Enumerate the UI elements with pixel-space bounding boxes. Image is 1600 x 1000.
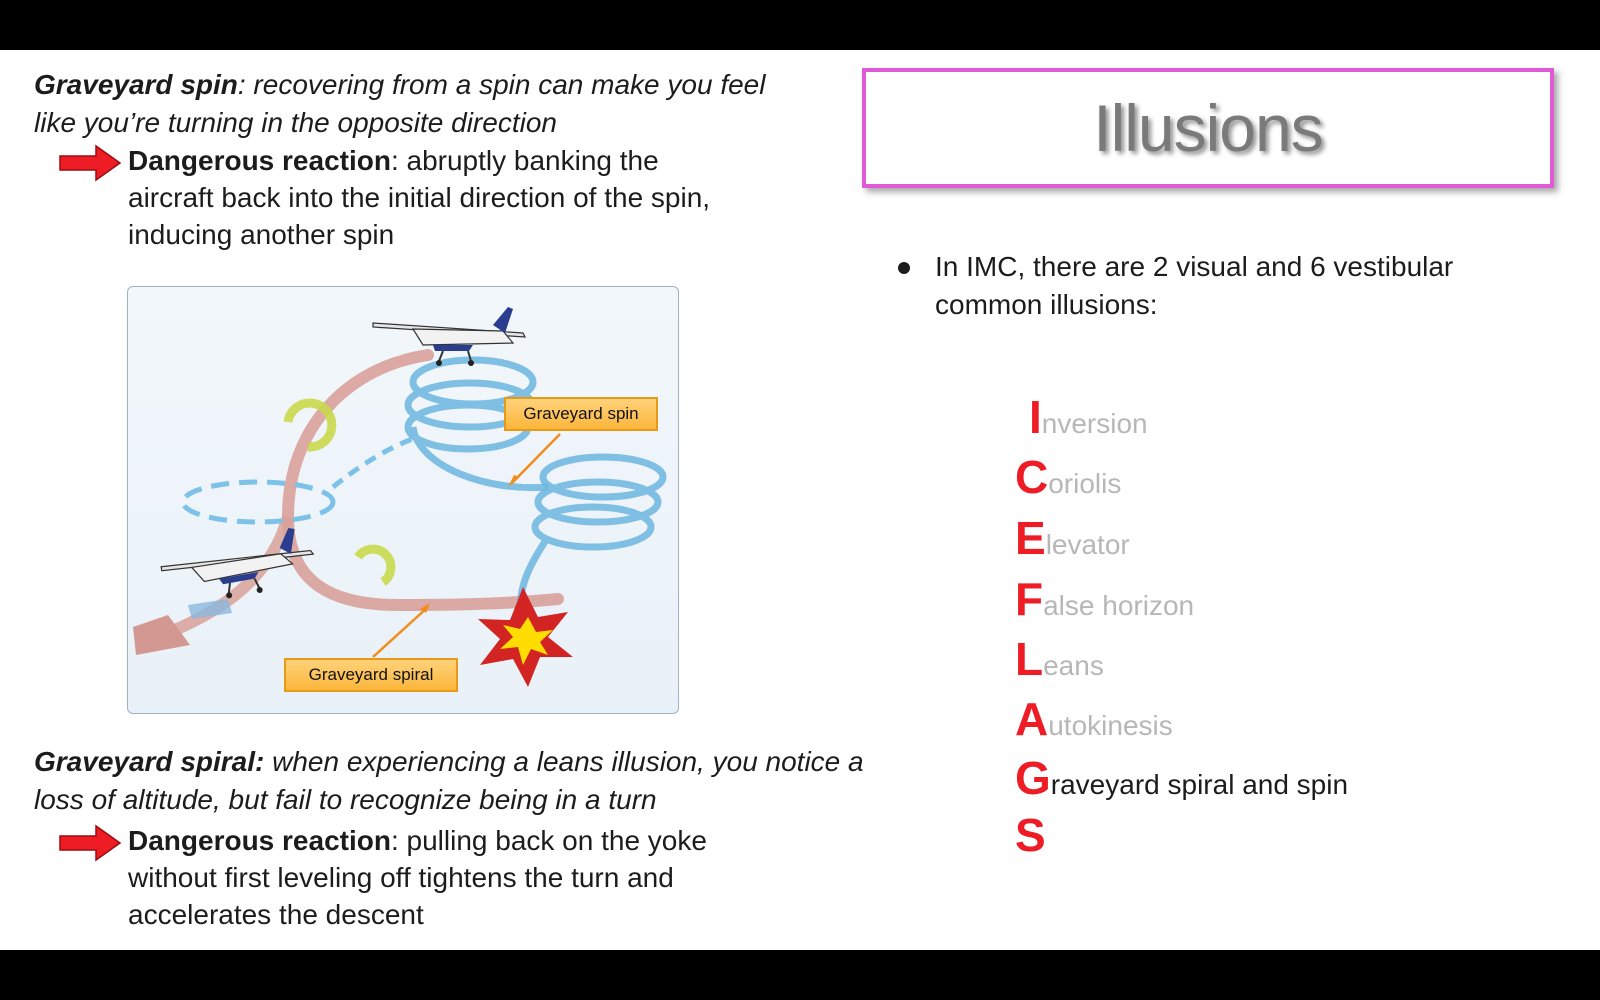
acronym-letter: F — [1015, 573, 1044, 625]
bullet-dot — [898, 262, 910, 274]
acronym-word: oriolis — [1048, 468, 1122, 499]
graveyard-diagram-svg — [133, 307, 667, 687]
spiral-reaction-label: Dangerous reaction — [128, 825, 391, 856]
acronym-word: eans — [1043, 650, 1104, 681]
slide: Graveyard spin: recovering from a spin c… — [0, 50, 1600, 950]
acronym-word: utokinesis — [1048, 710, 1173, 741]
acronym-word: levator — [1045, 529, 1130, 560]
acronym-letter: L — [1015, 633, 1044, 685]
acronym-item-s: S — [1015, 808, 1046, 868]
acronym-letter: E — [1015, 512, 1046, 564]
acronym-item-false-horizon: False horizon — [1015, 572, 1194, 632]
acronym-item-autokinesis: Autokinesis — [1015, 692, 1173, 752]
graveyard-illustration: Graveyard spin Graveyard spiral — [127, 286, 679, 714]
airplane-top-icon — [372, 307, 527, 366]
spiral-reaction-text: : pulling back on the yoke without first… — [128, 825, 707, 930]
acronym-letter: S — [1015, 809, 1046, 861]
acronym-item-leans: Leans — [1015, 632, 1104, 692]
graveyard-spiral-term: Graveyard spiral: — [34, 746, 265, 777]
acronym-item-elevator: Elevator — [1015, 511, 1130, 571]
imc-bullet: In IMC, there are 2 visual and 6 vestibu… — [935, 251, 1454, 320]
graveyard-spin-label: Graveyard spin — [504, 397, 658, 431]
graveyard-spiral-paragraph: Graveyard spiral: when experiencing a le… — [34, 743, 864, 819]
graveyard-spin-description: : recovering from a spin can make you fe… — [34, 69, 766, 138]
graveyard-spiral-description: when experiencing a leans illusion, you … — [34, 746, 864, 815]
acronym-word-active: raveyard spiral and spin — [1050, 769, 1349, 800]
spiral-dangerous-reaction: Dangerous reaction: pulling back on the … — [128, 822, 788, 933]
red-arrow-icon — [59, 824, 122, 862]
acronym-item-graveyard: Graveyard spiral and spin — [1015, 751, 1348, 811]
spin-reaction-label: Dangerous reaction — [128, 145, 391, 176]
airplane-bottom-icon — [160, 528, 315, 599]
slide-title: Illusions — [1093, 91, 1323, 165]
acronym-item-coriolis: Coriolis — [1015, 450, 1121, 510]
acronym-word: nversion — [1041, 408, 1148, 439]
acronym-letter: A — [1015, 693, 1049, 745]
explosion-icon — [478, 587, 573, 687]
acronym-letter: C — [1015, 451, 1049, 503]
acronym-item-inversion: Inversion — [1029, 390, 1148, 450]
spin-dangerous-reaction: Dangerous reaction: abruptly banking the… — [128, 142, 748, 253]
acronym-letter: I — [1029, 391, 1042, 443]
red-arrow-icon — [59, 144, 122, 182]
acronym-word: alse horizon — [1043, 590, 1195, 621]
title-box: Illusions — [862, 68, 1554, 188]
acronym-letter: G — [1015, 752, 1051, 804]
spin-reaction-text: : abruptly banking the aircraft back int… — [128, 145, 711, 250]
graveyard-spin-paragraph: Graveyard spin: recovering from a spin c… — [34, 66, 794, 142]
graveyard-spin-term: Graveyard spin — [34, 69, 238, 100]
graveyard-spiral-label: Graveyard spiral — [284, 658, 458, 692]
